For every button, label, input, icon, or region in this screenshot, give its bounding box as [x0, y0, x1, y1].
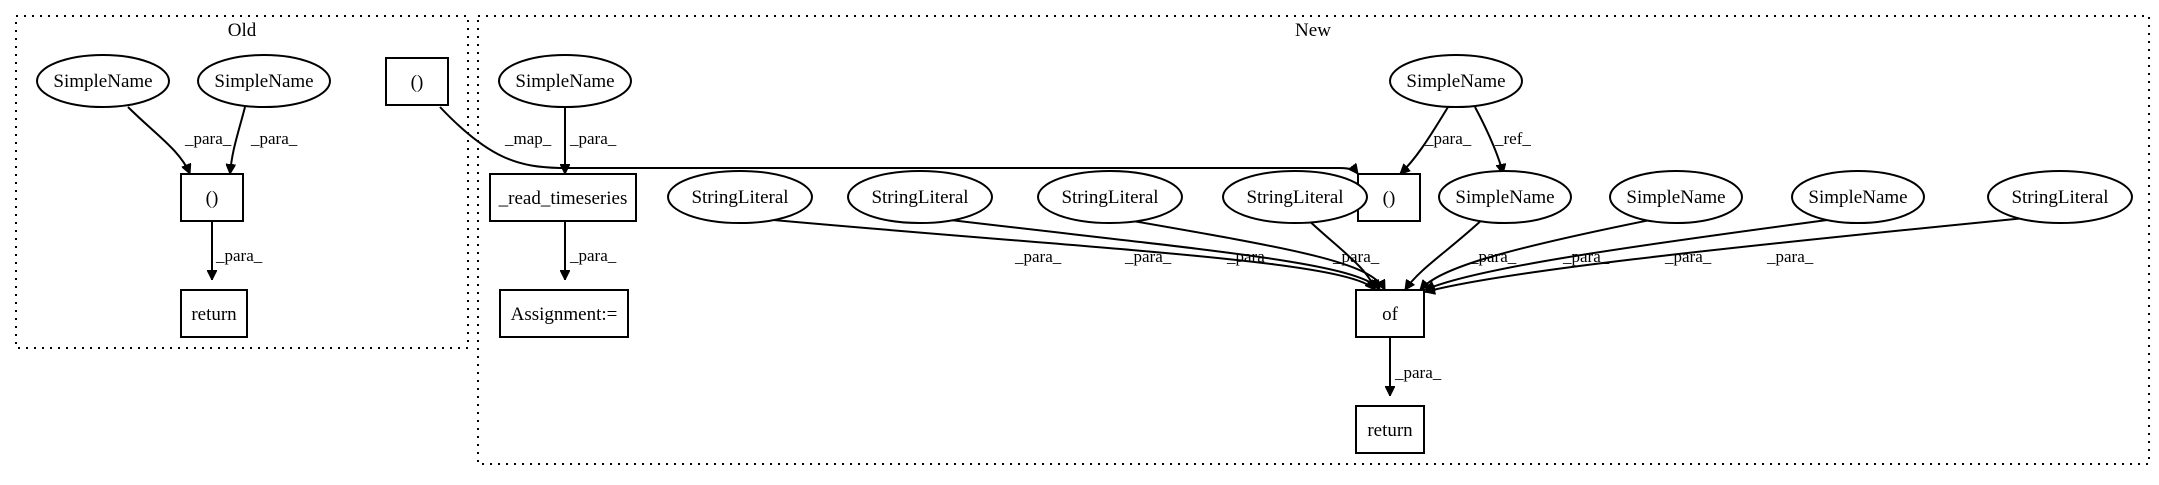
node-string-literal-4: StringLiteral	[1222, 170, 1368, 224]
node-string-literal-1: StringLiteral	[667, 170, 813, 224]
edge-label-para: _para_	[1469, 247, 1517, 266]
edge-label-para: _para_	[569, 246, 617, 265]
node-new-paren: ()	[1357, 173, 1421, 222]
node-string-literal-2: StringLiteral	[847, 170, 993, 224]
svg-text:(): ()	[411, 72, 424, 93]
node-string-literal-3: StringLiteral	[1037, 170, 1183, 224]
node-old-return: return	[180, 289, 248, 338]
svg-text:StringLiteral: StringLiteral	[871, 187, 968, 208]
svg-text:SimpleName: SimpleName	[1808, 187, 1907, 208]
edge-label-para: _para_	[1332, 247, 1380, 266]
edge-label-para: _para_	[1562, 247, 1610, 266]
node-of: of	[1355, 289, 1425, 338]
node-string-literal-5: StringLiteral	[1987, 170, 2133, 224]
cluster-new-title: New	[1295, 20, 1331, 41]
edge-label-para: _para_	[1664, 247, 1712, 266]
node-paren-top: ()	[385, 57, 449, 106]
node-new-simplename-top: SimpleName	[1389, 54, 1523, 108]
svg-text:SimpleName: SimpleName	[1455, 187, 1554, 208]
svg-text:return: return	[191, 304, 237, 325]
svg-text:StringLiteral: StringLiteral	[1246, 187, 1343, 208]
edge-label-para: _para_	[1124, 247, 1172, 266]
node-old-paren: ()	[180, 173, 244, 222]
edges	[127, 106, 2036, 396]
edge-sl1-to-of	[739, 216, 1376, 290]
edge-map	[439, 106, 1359, 174]
edge-label-para: _para_	[250, 129, 298, 148]
node-assignment: Assignment:=	[499, 289, 629, 338]
edge-label-para: _para_	[1394, 363, 1442, 382]
edge-label-para: _para_	[215, 246, 263, 265]
edge-sl4-to-of	[1304, 216, 1375, 290]
edge-label-para: _para_	[1226, 247, 1274, 266]
edge-label-map: _map_	[504, 129, 552, 148]
svg-text:StringLiteral: StringLiteral	[2011, 187, 2108, 208]
edge-sl2-to-of	[924, 216, 1381, 290]
svg-text:Assignment:=: Assignment:=	[511, 304, 618, 325]
svg-text:of: of	[1382, 304, 1399, 325]
svg-text:SimpleName: SimpleName	[214, 71, 313, 92]
edge-label-ref: _ref_	[1494, 129, 1531, 148]
svg-text:SimpleName: SimpleName	[1406, 71, 1505, 92]
svg-text:SimpleName: SimpleName	[1626, 187, 1725, 208]
svg-text:StringLiteral: StringLiteral	[691, 187, 788, 208]
svg-text:StringLiteral: StringLiteral	[1061, 187, 1158, 208]
svg-text:(): ()	[1383, 188, 1396, 209]
svg-text:_read_timeseries: _read_timeseries	[498, 188, 628, 209]
edge-label-para: _para_	[1766, 247, 1814, 266]
svg-text:return: return	[1367, 420, 1413, 441]
node-old-simplename-2: SimpleName	[197, 54, 331, 108]
node-old-simplename-1: SimpleName	[36, 54, 170, 108]
edge-labels: _para_ _para_ _para_ _map_ _para_ _para_…	[184, 129, 1814, 382]
edge-label-para: _para_	[569, 129, 617, 148]
svg-text:SimpleName: SimpleName	[53, 71, 152, 92]
edge-label-para: _para_	[1424, 129, 1472, 148]
svg-text:(): ()	[206, 188, 219, 209]
node-new-simplename-c: SimpleName	[1791, 170, 1925, 224]
svg-text:SimpleName: SimpleName	[515, 71, 614, 92]
edge-simplename-to-paren	[1400, 106, 1449, 174]
edge-label-para: _para_	[184, 129, 232, 148]
node-new-simplename-ref: SimpleName	[1438, 170, 1572, 224]
edge-old-simplename2-to-paren	[230, 106, 246, 174]
cluster-new: New	[477, 15, 2150, 465]
edge-sn-c-to-of	[1425, 216, 1851, 290]
edge-sl5-to-of	[1425, 216, 2036, 292]
edge-old-simplename1-to-paren	[127, 106, 190, 174]
node-new-return: return	[1355, 405, 1425, 454]
edge-sn-ref-to-of	[1404, 216, 1486, 290]
node-new-simplename-read: SimpleName	[498, 54, 632, 108]
node-new-simplename-b: SimpleName	[1609, 170, 1743, 224]
edge-label-para: _para_	[1014, 247, 1062, 266]
cluster-old-title: Old	[228, 20, 257, 41]
edge-simplename-ref	[1474, 106, 1503, 174]
cluster-old: Old	[15, 15, 469, 349]
node-read-timeseries: _read_timeseries	[489, 173, 637, 222]
